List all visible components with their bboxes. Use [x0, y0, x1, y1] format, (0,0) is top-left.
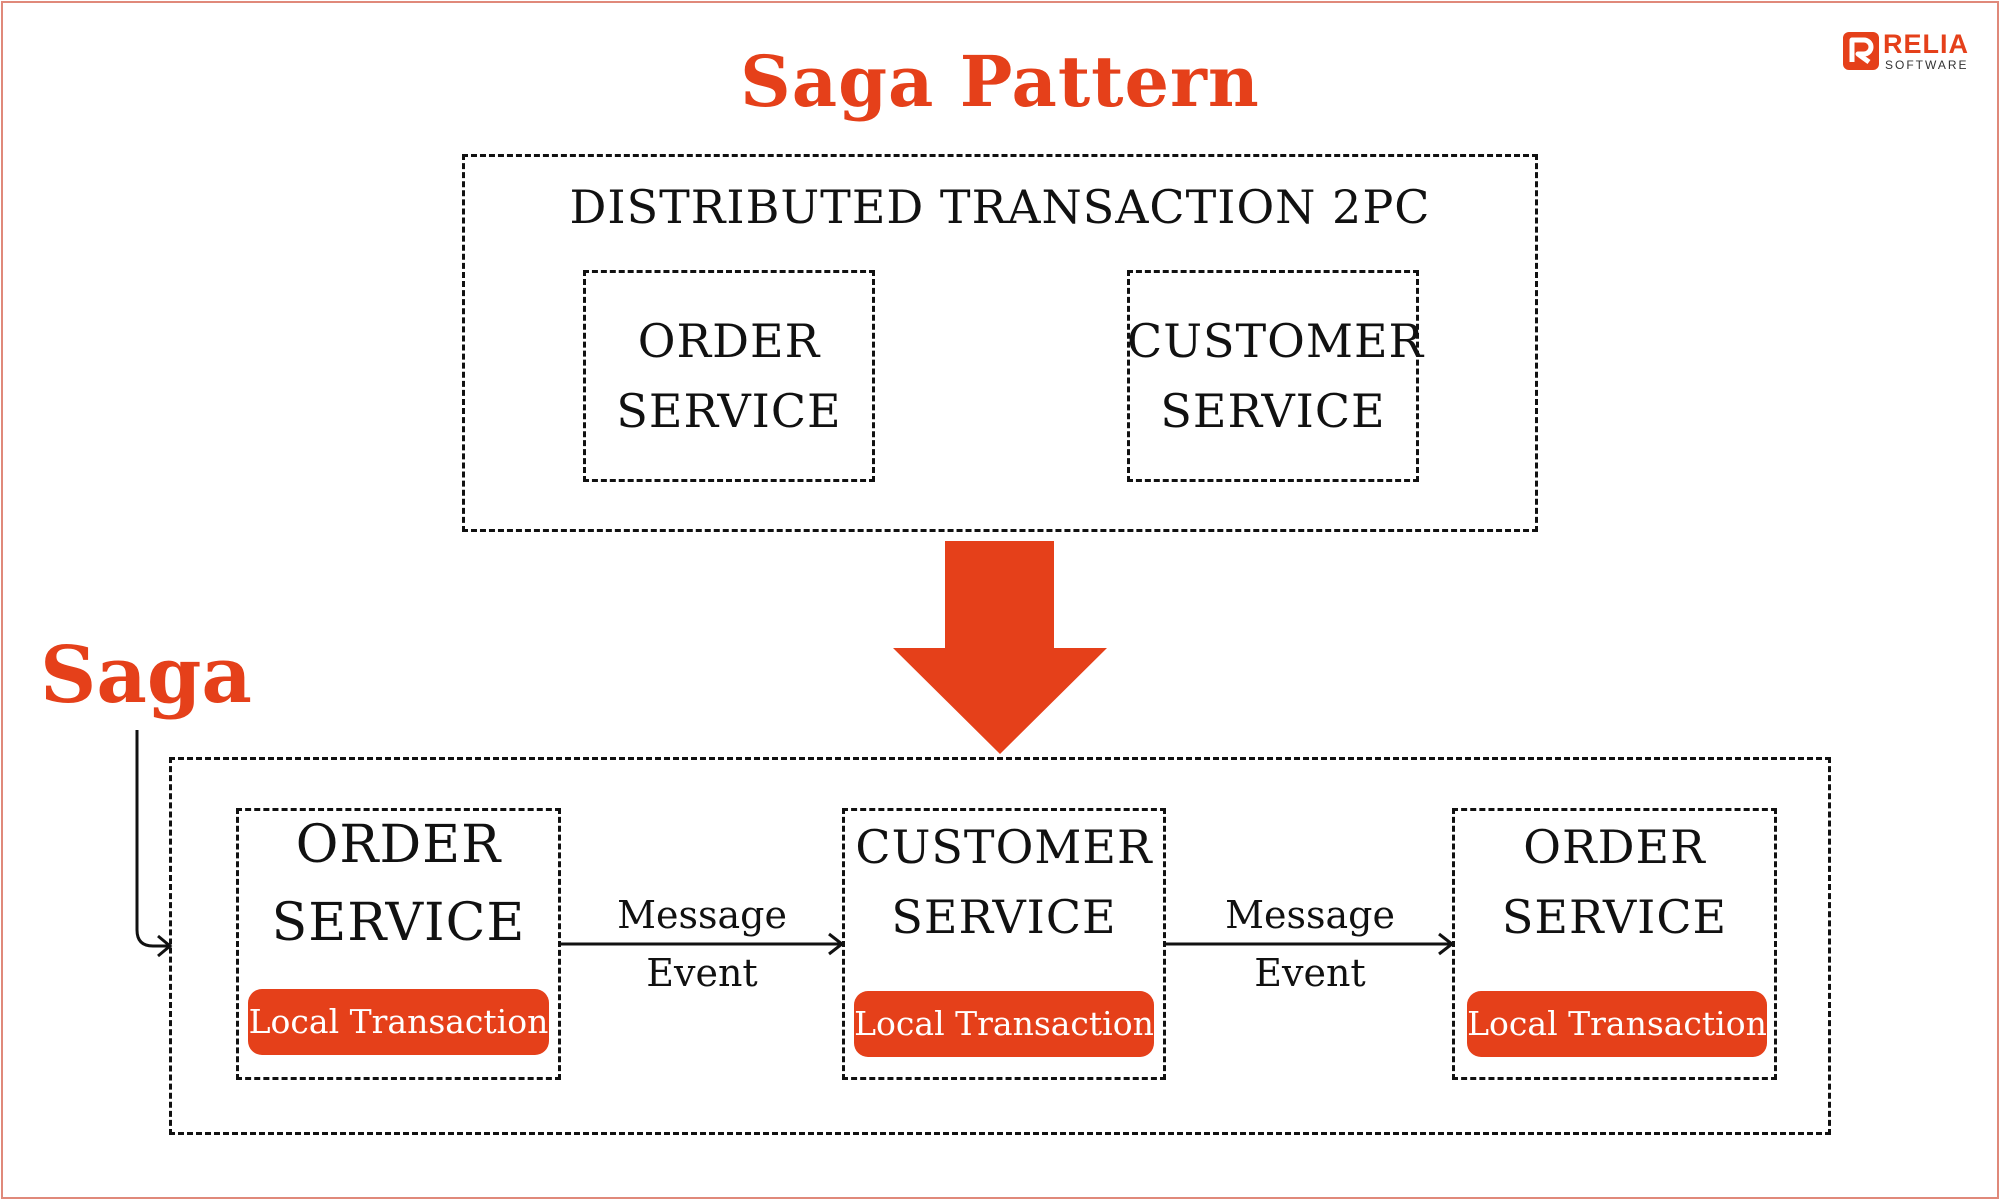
local-transaction-badge: Local Transaction — [1467, 991, 1767, 1057]
top-order-service-label: ORDER SERVICE — [583, 306, 875, 446]
top-order-service-box — [583, 270, 875, 482]
service-line: ORDER — [1523, 820, 1706, 874]
saga-order-service-label-2: ORDER SERVICE — [1452, 812, 1777, 952]
saga-order-service-label: ORDER SERVICE — [236, 806, 561, 962]
saga-customer-service-box — [842, 808, 1166, 1080]
service-line: SERVICE — [616, 384, 842, 438]
saga-box — [169, 757, 1831, 1135]
service-line: SERVICE — [1160, 384, 1386, 438]
message-line: Message — [617, 893, 787, 937]
message-line: Event — [646, 951, 758, 995]
saga-customer-service-label: CUSTOMER SERVICE — [842, 812, 1166, 952]
message-event-label-2: Message Event — [1188, 886, 1432, 1002]
distributed-transaction-box — [462, 154, 1538, 532]
local-transaction-badge: Local Transaction — [854, 991, 1154, 1057]
local-transaction-badge: Local Transaction — [248, 989, 549, 1055]
service-line: ORDER — [637, 314, 821, 368]
logo-sub: SOFTWARE — [1885, 58, 1969, 72]
logo-name: RELIA — [1883, 29, 1969, 59]
service-line: CUSTOMER — [855, 820, 1153, 874]
message-line: Message — [1225, 893, 1395, 937]
distributed-transaction-title: DISTRIBUTED TRANSACTION 2PC — [569, 180, 1431, 234]
top-customer-service-label: CUSTOMER SERVICE — [1127, 306, 1425, 446]
top-customer-service-box — [1127, 270, 1419, 482]
service-line: SERVICE — [1501, 890, 1728, 944]
service-line: SERVICE — [891, 890, 1117, 944]
page-title: Saga Pattern — [740, 40, 1260, 123]
service-line: ORDER — [295, 815, 502, 875]
saga-order-service-box — [236, 808, 561, 1080]
relia-logo-icon — [1843, 32, 1879, 70]
message-event-label-1: Message Event — [580, 886, 824, 1002]
saga-label: Saga — [40, 630, 252, 721]
service-line: SERVICE — [271, 893, 526, 953]
saga-order-service-box-2 — [1452, 808, 1777, 1080]
message-line: Event — [1254, 951, 1366, 995]
service-line: CUSTOMER — [1127, 314, 1425, 368]
relia-logo: RELIA SOFTWARE — [1843, 29, 1978, 74]
